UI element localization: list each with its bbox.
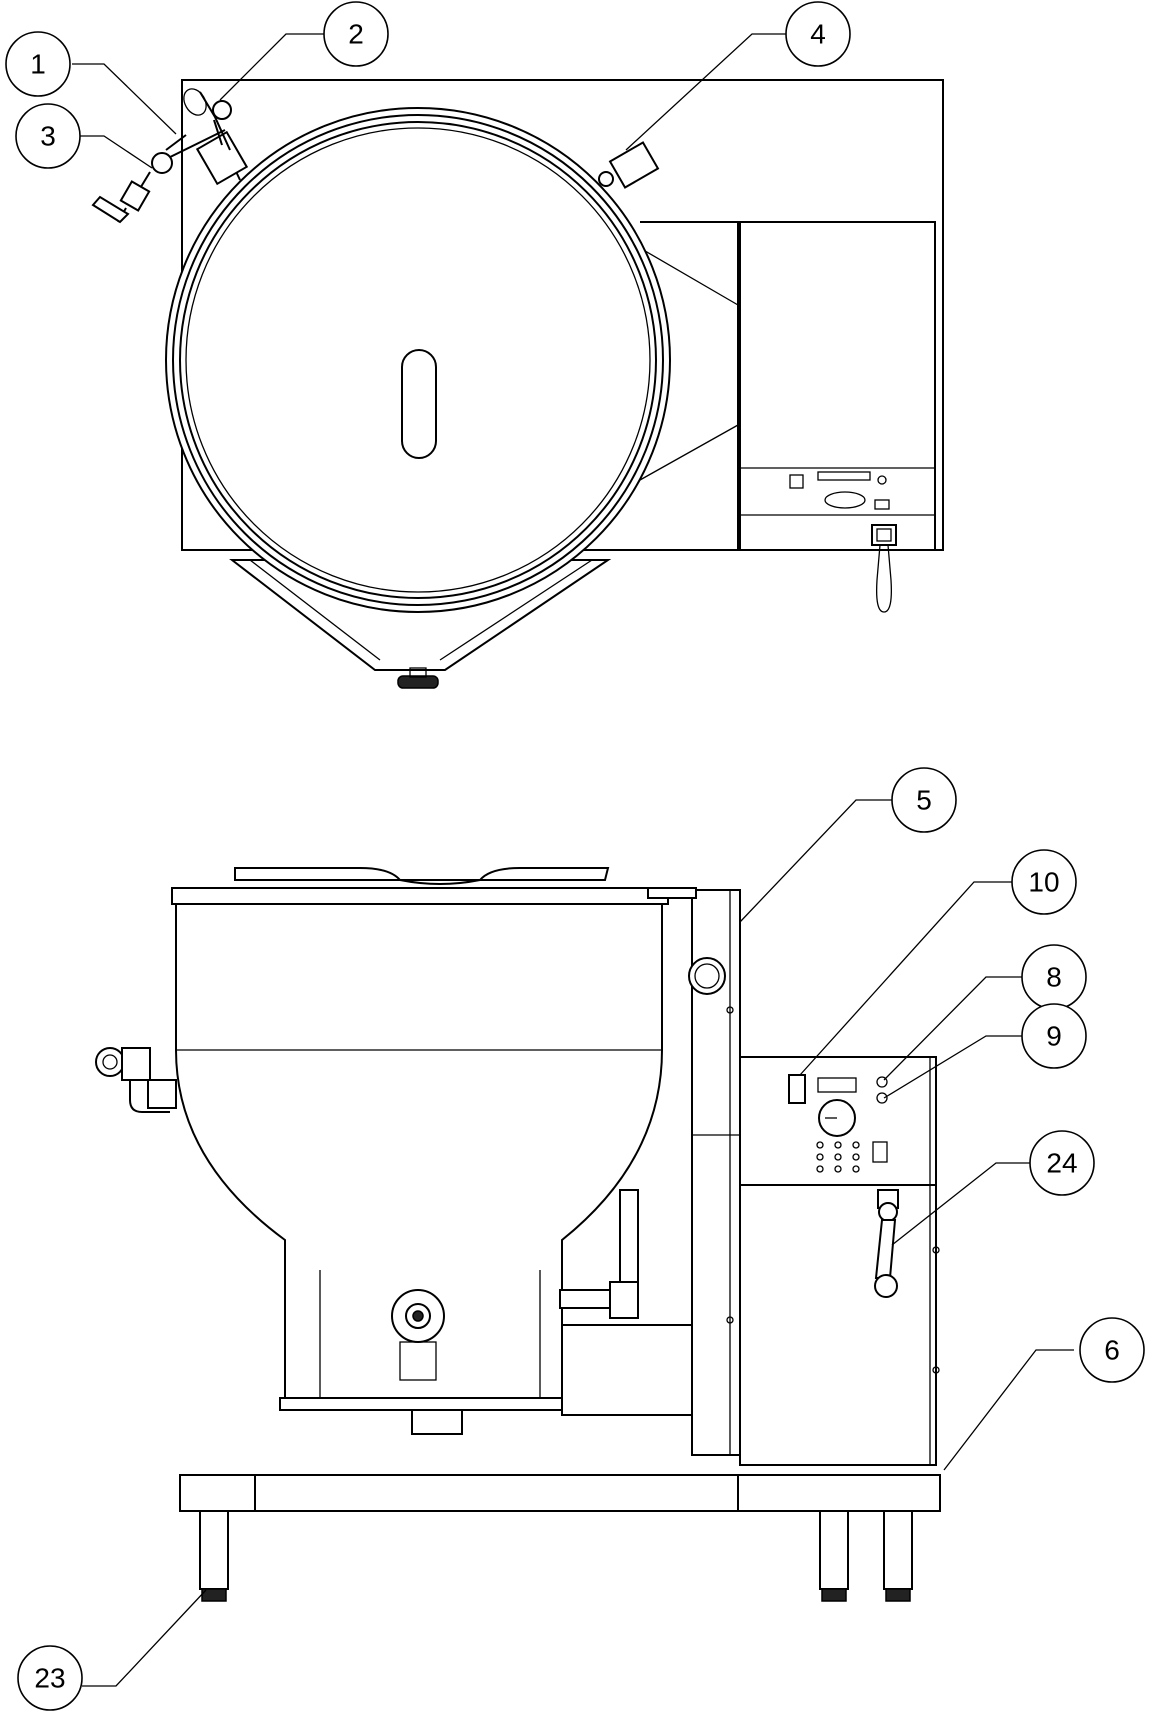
lid-handle <box>401 349 437 459</box>
svg-text:23: 23 <box>34 1663 65 1694</box>
svg-text:10: 10 <box>1028 867 1059 898</box>
callout-10: 10 <box>1011 849 1077 915</box>
kettle-lid-side <box>234 867 610 886</box>
side-view <box>95 867 941 1602</box>
kettle-lid <box>179 121 657 599</box>
kettle-rim <box>171 887 669 905</box>
top-view-frame-inner <box>640 221 739 550</box>
callout-3: 3 <box>15 103 81 169</box>
callout-2: 2 <box>323 1 389 67</box>
leg-right-1 <box>819 1510 849 1590</box>
top-view <box>91 79 944 689</box>
svg-text:8: 8 <box>1046 962 1062 993</box>
svg-text:9: 9 <box>1046 1021 1062 1052</box>
callout-4: 4 <box>785 1 851 67</box>
svg-text:1: 1 <box>30 49 46 80</box>
kettle-rim-outer <box>165 107 671 613</box>
leg-left <box>199 1510 229 1590</box>
drain-knob <box>397 675 439 689</box>
callout-24: 24 <box>1029 1130 1095 1196</box>
display-window <box>817 1077 857 1093</box>
callout-6: 6 <box>1079 1317 1145 1383</box>
callout-5: 5 <box>891 767 957 833</box>
faucet-assembly <box>91 88 249 224</box>
sight-gauge <box>619 1189 639 1287</box>
leader-lines <box>72 33 1074 1687</box>
svg-text:3: 3 <box>40 121 56 152</box>
svg-text:5: 5 <box>916 785 932 816</box>
callout-1: 1 <box>5 31 71 97</box>
column-gauge <box>688 957 726 995</box>
svg-text:4: 4 <box>810 19 826 50</box>
side-faucet <box>95 1047 177 1113</box>
top-view-valve <box>598 141 660 189</box>
callout-9: 9 <box>1021 1003 1087 1069</box>
kettle-base-ring <box>279 1397 565 1411</box>
svg-text:6: 6 <box>1104 1335 1120 1366</box>
svg-text:2: 2 <box>348 19 364 50</box>
callout-23: 23 <box>17 1645 83 1711</box>
leg-right-2 <box>883 1510 913 1590</box>
svg-text:24: 24 <box>1046 1148 1077 1179</box>
callout-8: 8 <box>1021 944 1087 1010</box>
base-stand <box>179 1474 941 1512</box>
power-switch <box>788 1074 806 1104</box>
top-view-control-housing <box>739 221 936 551</box>
